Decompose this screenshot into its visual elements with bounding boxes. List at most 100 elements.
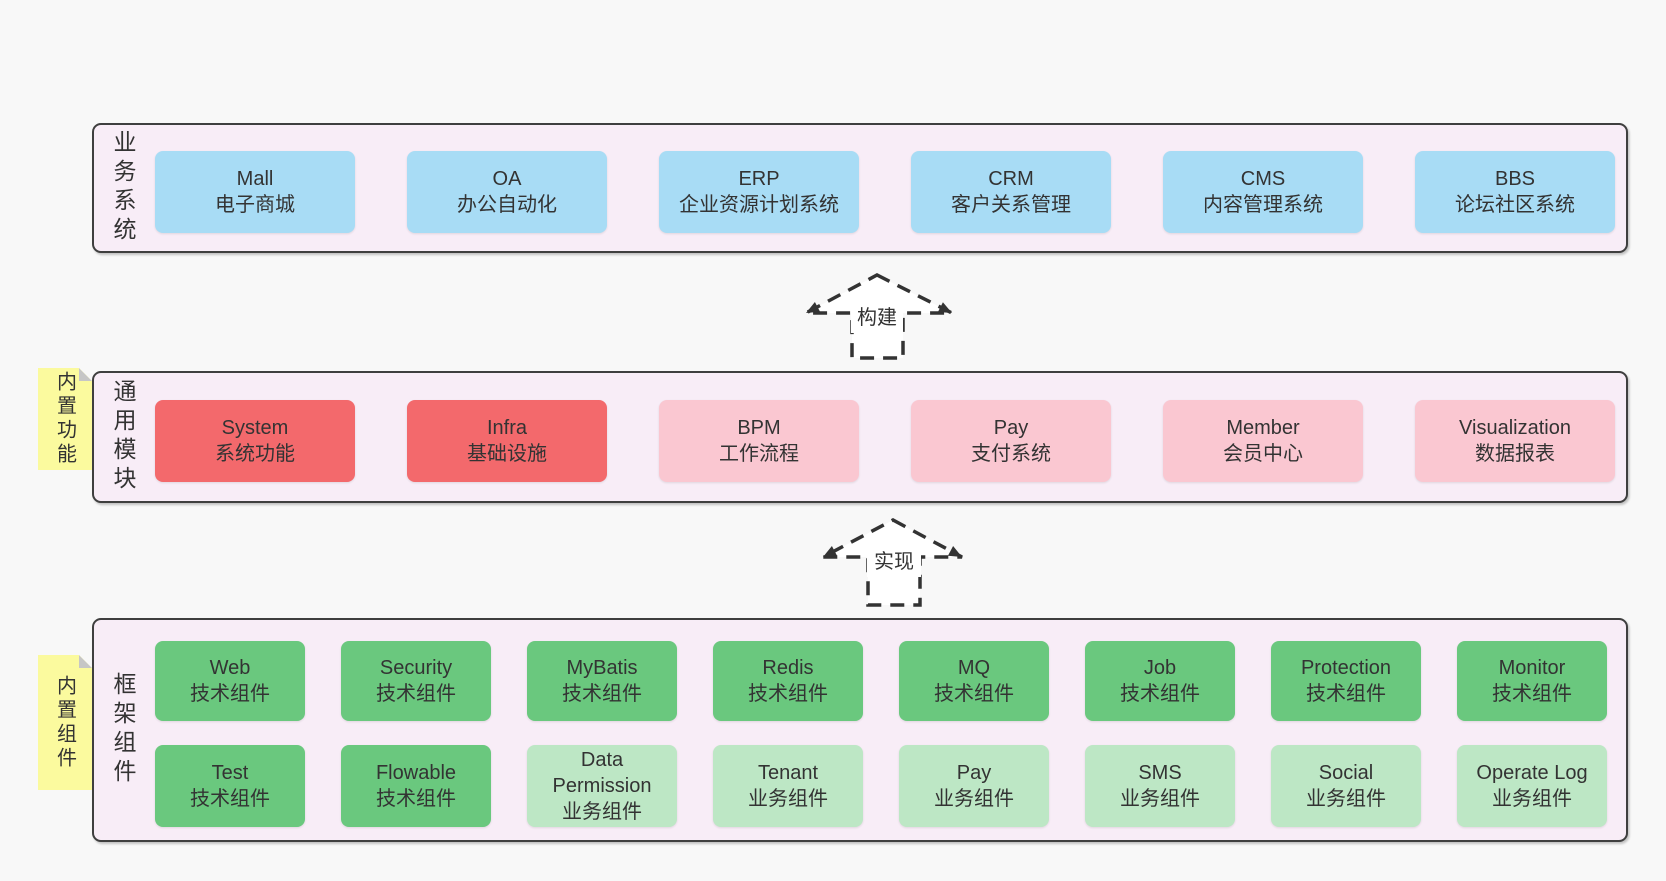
box-title: Test (211, 762, 249, 784)
box-subtitle: 会员中心 (1223, 443, 1303, 465)
box-title: ERP (738, 168, 780, 190)
build-arrow-label: 构建 (857, 306, 897, 329)
arrow-label-bg (867, 543, 921, 577)
box-subtitle: 企业资源计划系统 (679, 194, 839, 216)
box-pay-component: Pay 业务组件 (899, 745, 1049, 827)
box-title: OA (492, 168, 522, 190)
box-protection: Protection 技术组件 (1271, 641, 1421, 721)
box-subtitle: 工作流程 (719, 443, 799, 465)
box-cms: CMS 内容管理系统 (1163, 151, 1363, 233)
box-security: Security 技术组件 (341, 641, 491, 721)
box-test: Test 技术组件 (155, 745, 305, 827)
box-subtitle: 技术组件 (376, 788, 456, 810)
note-text: 内置功能 (53, 371, 76, 467)
box-erp: ERP 企业资源计划系统 (659, 151, 859, 233)
box-title: Redis (762, 657, 814, 679)
box-data-permission: Data Permission 业务组件 (527, 745, 677, 827)
box-title: BBS (1494, 168, 1536, 190)
arrowhead-icon (806, 302, 821, 313)
box-subtitle: 办公自动化 (457, 194, 557, 216)
box-mall: Mall 电子商城 (155, 151, 355, 233)
box-sms: SMS 业务组件 (1085, 745, 1235, 827)
box-subtitle: 技术组件 (748, 683, 828, 705)
box-title: System (221, 417, 289, 439)
box-title: SMS (1138, 762, 1182, 784)
note-builtin-features: 内置功能 (38, 368, 92, 470)
box-title: Protection (1300, 657, 1392, 679)
box-member: Member 会员中心 (1163, 400, 1363, 482)
arrow-label-bg (851, 299, 903, 333)
box-infra: Infra 基础设施 (407, 400, 607, 482)
box-subtitle: 数据报表 (1475, 443, 1555, 465)
box-crm: CRM 客户关系管理 (911, 151, 1111, 233)
box-subtitle: 技术组件 (562, 683, 642, 705)
implement-arrow-label: 实现 (874, 550, 914, 573)
box-title: Social (1318, 762, 1374, 784)
box-title: Web (209, 657, 251, 679)
box-title: Job (1143, 657, 1177, 679)
box-job: Job 技术组件 (1085, 641, 1235, 721)
box-subtitle: 业务组件 (1120, 788, 1200, 810)
box-bpm: BPM 工作流程 (659, 400, 859, 482)
box-title: BPM (737, 417, 781, 439)
box-title: Operate Log (1476, 762, 1588, 784)
box-mq: MQ 技术组件 (899, 641, 1049, 721)
band-framework-components: 框架组件 Web 技术组件 Security 技术组件 MyBatis 技术组件… (92, 618, 1628, 842)
box-operate-log: Operate Log 业务组件 (1457, 745, 1607, 827)
box-title: MQ (957, 657, 991, 679)
box-subtitle: 业务组件 (1492, 788, 1572, 810)
box-title: Member (1226, 417, 1300, 439)
box-social: Social 业务组件 (1271, 745, 1421, 827)
box-title: Mall (236, 168, 274, 190)
box-title: Security (379, 657, 453, 679)
arrowhead-icon (823, 546, 838, 557)
band-common-side-label: 通用模块 (110, 379, 136, 495)
note-builtin-components: 内置组件 (38, 655, 92, 790)
box-subtitle: 技术组件 (1120, 683, 1200, 705)
box-title: Visualization (1459, 417, 1571, 439)
box-flowable: Flowable 技术组件 (341, 745, 491, 827)
box-monitor: Monitor 技术组件 (1457, 641, 1607, 721)
box-pay-module: Pay 支付系统 (911, 400, 1111, 482)
box-subtitle: 业务组件 (1306, 788, 1386, 810)
implement-arrow: 实现 (822, 518, 963, 607)
box-title: Infra (486, 417, 528, 439)
box-title: Tenant (757, 762, 819, 784)
band-business-systems: 业务系统 Mall 电子商城 OA 办公自动化 ERP 企业资源计划系统 CRM… (92, 123, 1628, 253)
note-text: 内置组件 (53, 674, 76, 771)
box-title: CRM (988, 168, 1034, 190)
box-subtitle: 技术组件 (934, 683, 1014, 705)
build-arrow: 构建 (805, 273, 953, 360)
box-title: Monitor (1498, 657, 1566, 679)
box-title: CMS (1240, 168, 1286, 190)
box-tenant: Tenant 业务组件 (713, 745, 863, 827)
box-subtitle: 业务组件 (562, 801, 642, 823)
box-subtitle: 技术组件 (1492, 683, 1572, 705)
box-subtitle: 论坛社区系统 (1455, 194, 1575, 216)
box-subtitle: 技术组件 (376, 683, 456, 705)
box-subtitle: 支付系统 (971, 443, 1051, 465)
folded-corner-icon (79, 368, 92, 381)
box-title: MyBatis (566, 657, 638, 679)
box-subtitle: 业务组件 (934, 788, 1014, 810)
box-subtitle: 业务组件 (748, 788, 828, 810)
box-title: Pay (956, 762, 992, 784)
arrowhead-icon (937, 302, 952, 313)
arrowhead-icon (947, 546, 962, 557)
folded-corner-icon (79, 655, 92, 668)
box-visualization: Visualization 数据报表 (1415, 400, 1615, 482)
box-web: Web 技术组件 (155, 641, 305, 721)
box-title: Pay (993, 417, 1029, 439)
box-subtitle: 技术组件 (190, 683, 270, 705)
box-subtitle: 客户关系管理 (951, 194, 1071, 216)
box-mybatis: MyBatis 技术组件 (527, 641, 677, 721)
box-subtitle: 基础设施 (467, 443, 547, 465)
box-subtitle: 内容管理系统 (1203, 194, 1323, 216)
box-title: Flowable (375, 762, 457, 784)
band-common-modules: 通用模块 System 系统功能 Infra 基础设施 BPM 工作流程 Pay… (92, 371, 1628, 503)
box-title: Data Permission (552, 749, 652, 797)
box-system: System 系统功能 (155, 400, 355, 482)
band-framework-side-label: 框架组件 (110, 672, 136, 788)
box-subtitle: 电子商城 (215, 194, 295, 216)
